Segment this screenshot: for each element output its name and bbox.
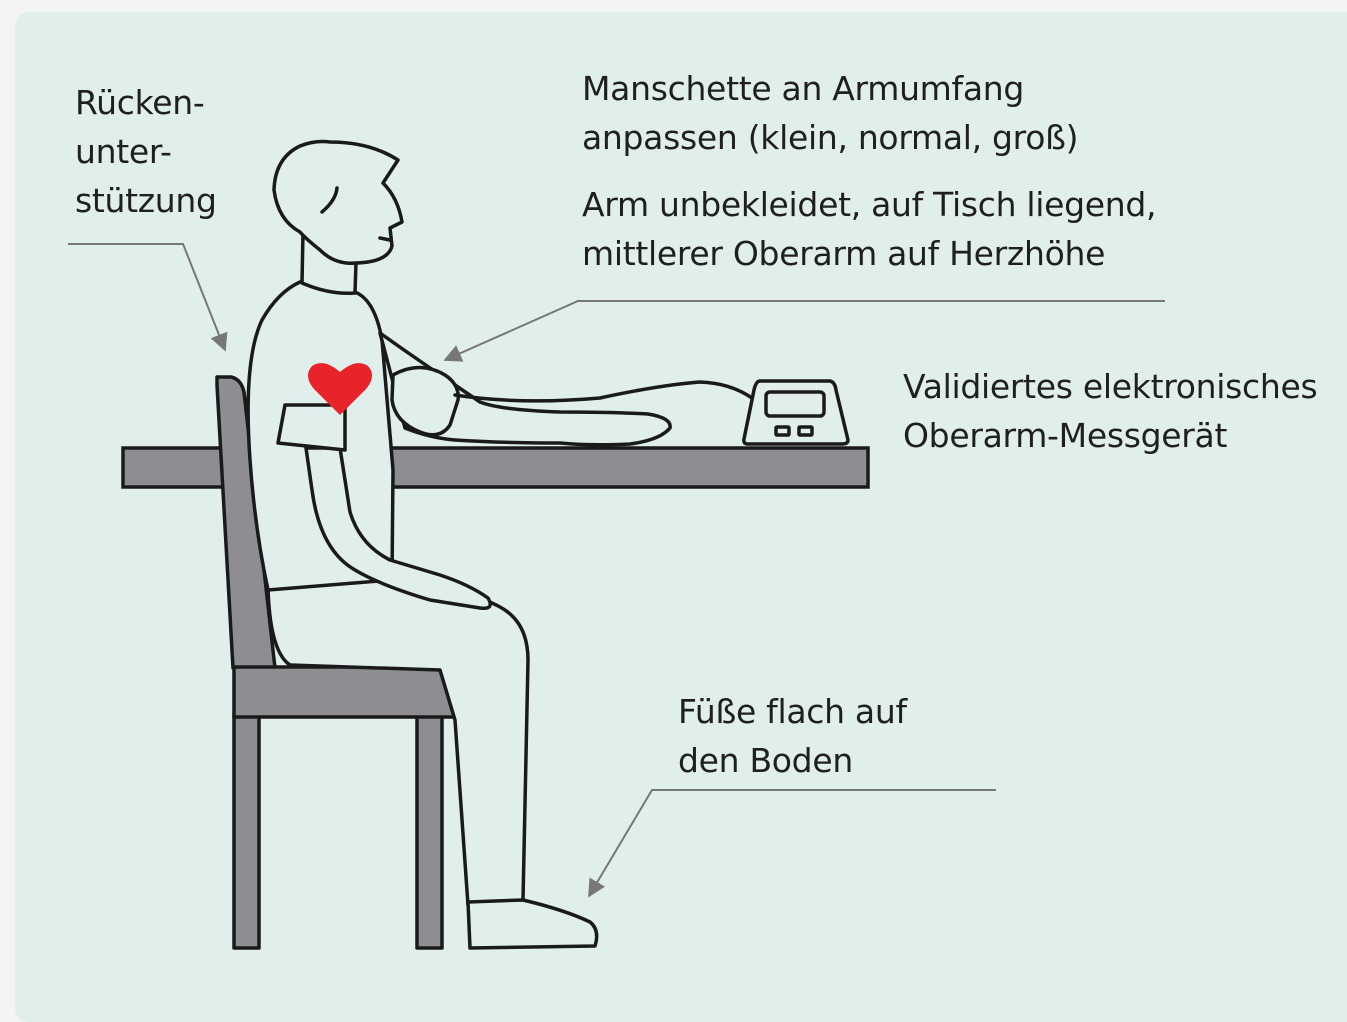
device-line-1: Validiertes elektronisches [903,362,1317,411]
person-head [274,142,402,264]
person-foot [468,900,597,948]
cuff-line-1: Manschette an Armumfang [582,64,1078,113]
person-legs [268,578,528,905]
blood-pressure-monitor [744,381,848,444]
device-line-2: Oberarm-Messgerät [903,411,1317,460]
leader-back-support [68,244,225,350]
back-support-line-3: stützung [75,176,217,225]
cuff-line-2: anpassen (klein, normal, groß) [582,113,1078,162]
leader-cuff [445,301,1165,360]
monitor-button-left [776,427,789,435]
monitor-screen [766,392,824,416]
arm-position-line-1: Arm unbekleidet, auf Tisch liegend, [582,180,1156,229]
back-support-line-1: Rücken- [75,78,217,127]
arm-position-label: Arm unbekleidet, auf Tisch liegend, mitt… [582,180,1156,278]
feet-label: Füße flach auf den Boden [678,687,907,785]
monitor-button-right [799,427,812,435]
back-support-label: Rücken- unter- stützung [75,78,217,225]
back-support-line-2: unter- [75,127,217,176]
blood-pressure-cuff [392,368,458,435]
chair-leg-front [417,715,442,948]
cuff-hose [455,382,752,401]
person-mouth [380,238,390,240]
chair-leg-back [234,715,259,948]
leader-feet [589,790,996,896]
person-sleeve [278,405,345,450]
chair-seat [234,667,460,717]
arm-position-line-2: mittlerer Oberarm auf Herzhöhe [582,229,1156,278]
feet-line-1: Füße flach auf [678,687,907,736]
device-label: Validiertes elektronisches Oberarm-Messg… [903,362,1317,460]
cuff-label: Manschette an Armumfang anpassen (klein,… [582,64,1078,162]
feet-line-2: den Boden [678,736,907,785]
